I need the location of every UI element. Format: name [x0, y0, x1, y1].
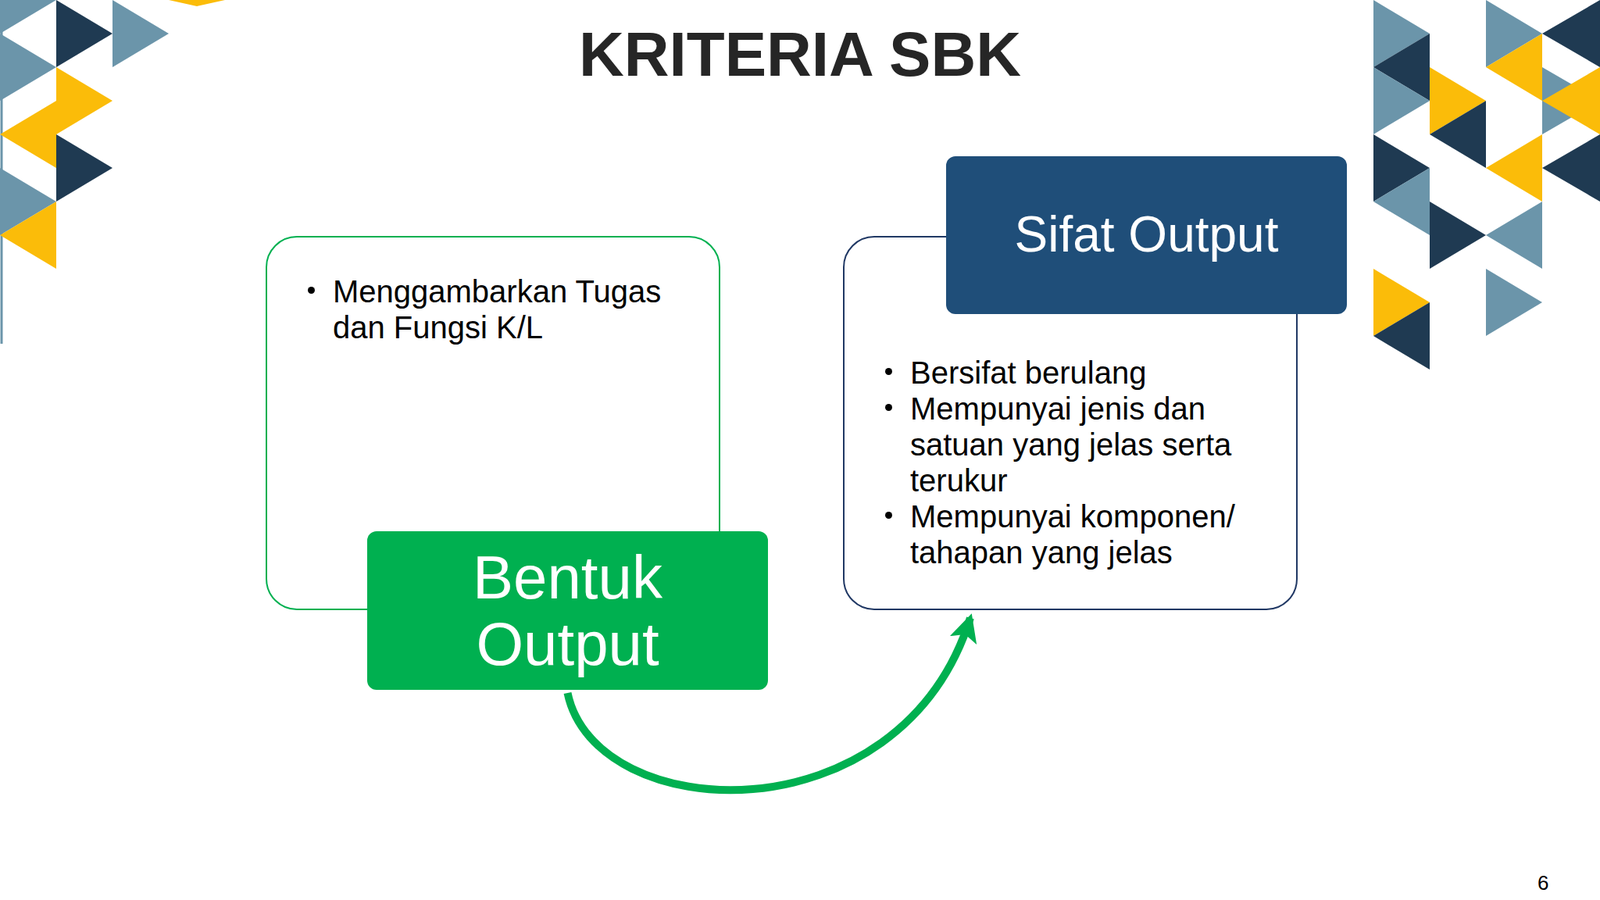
box-label: Sifat Output: [1000, 207, 1293, 262]
right-triangles: [1373, 0, 1600, 370]
left-triangles: [0, 0, 225, 344]
box-label: Bentuk Output: [367, 544, 768, 676]
process-box: Sifat Output: [946, 156, 1347, 315]
diagram-title: KRITERIA SBK: [0, 17, 1600, 93]
bullet-dot: [885, 367, 893, 375]
bullet-text: Mempunyai komponen/ tahapan yang jelas: [910, 498, 1278, 571]
bullet-item: Mempunyai komponen/ tahapan yang jelas: [910, 498, 1278, 571]
box-text-group: Bentuk Output: [367, 544, 768, 676]
bullet-item: Bersifat berulang: [910, 354, 1278, 391]
box-text-group: Sifat Output: [1000, 207, 1293, 262]
bullet-dot: [885, 511, 893, 519]
bullet-list: Bersifat berulangMempunyai jenis dan sat…: [910, 354, 1278, 571]
bullet-dot: [307, 286, 315, 294]
bullet-text: Menggambarkan Tugas dan Fungsi K/L: [332, 273, 696, 346]
bullet-item: Menggambarkan Tugas dan Fungsi K/L: [332, 273, 696, 346]
bullet-text: Mempunyai jenis dan satuan yang jelas se…: [910, 390, 1278, 499]
bullet-text: Bersifat berulang: [910, 354, 1278, 391]
bullet-list: Menggambarkan Tugas dan Fungsi K/L: [332, 273, 696, 346]
bullet-item: Mempunyai jenis dan satuan yang jelas se…: [910, 390, 1278, 499]
bullet-dot: [885, 403, 893, 411]
process-box: Bentuk Output: [367, 531, 768, 690]
page-number: 6: [1537, 871, 1549, 896]
